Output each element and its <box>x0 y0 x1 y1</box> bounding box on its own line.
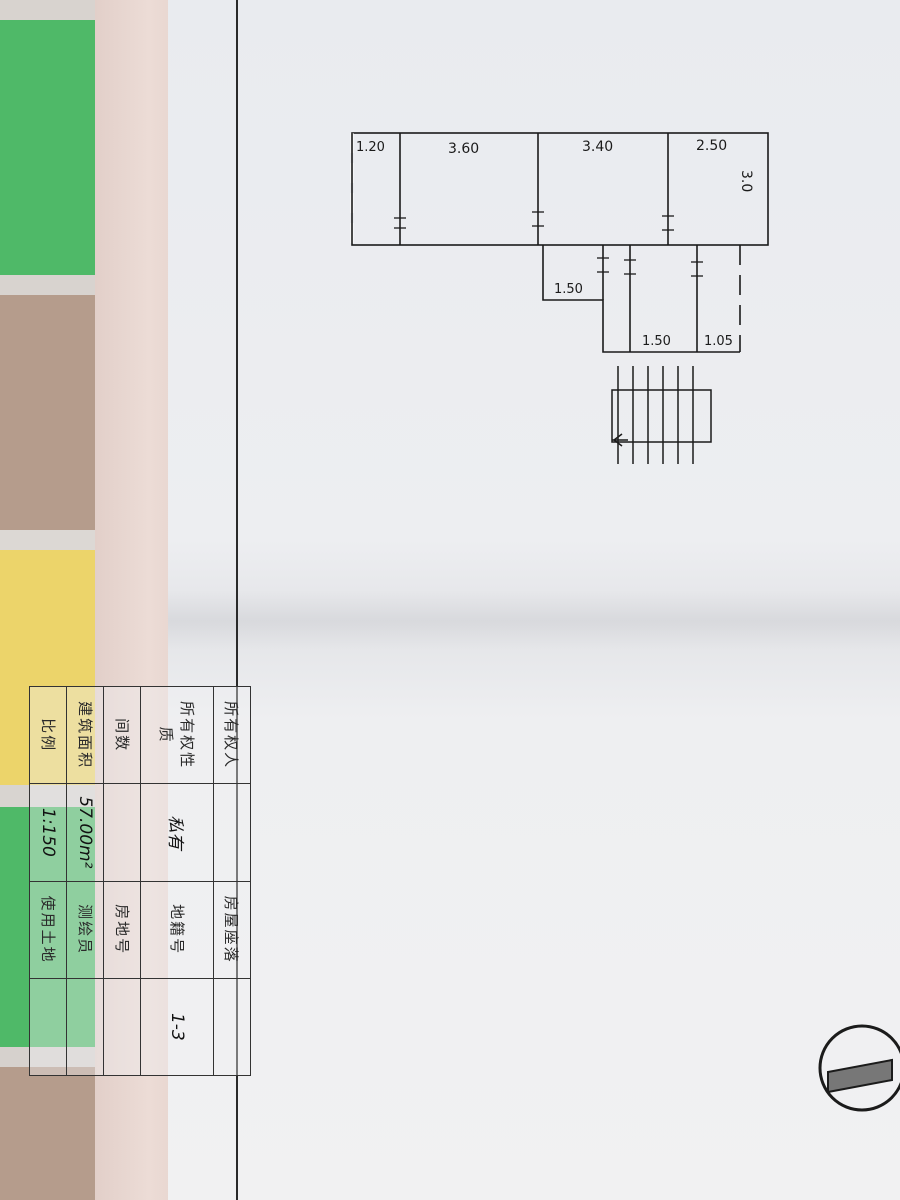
label-land-use: 使用土地 <box>29 881 67 979</box>
label-scale: 比例 <box>29 686 67 784</box>
north-arrow-icon <box>818 1024 900 1112</box>
background-fabric <box>0 0 110 1200</box>
label-location: 房屋座落 <box>213 881 251 979</box>
table-row: 建筑面积 57.00m² 测绘员 <box>66 686 104 1076</box>
staircase-icon <box>611 366 712 464</box>
value-property-no <box>103 978 141 1076</box>
page-border-line <box>236 0 238 1200</box>
dim-label-3-40: 3.40 <box>582 139 613 155</box>
dim-label-1-50-left: 1.50 <box>554 282 583 297</box>
value-ownership-type: 私有 <box>140 783 214 881</box>
label-floor-area: 建筑面积 <box>66 686 104 784</box>
value-room-count <box>103 783 141 881</box>
label-ownership-type: 所有权性质 <box>140 686 214 784</box>
value-scale: 1:150 <box>29 783 67 881</box>
table-row: 所有权人 房屋座落 <box>213 686 251 1076</box>
table-row: 间数 房地号 <box>103 686 141 1076</box>
dim-label-3-60: 3.60 <box>448 141 479 157</box>
dim-label-1-50-bottom: 1.50 <box>642 334 671 349</box>
dim-label-3-0: 3.0 <box>738 170 754 192</box>
table-row: 所有权性质 私有 地籍号 1-3 <box>140 686 214 1076</box>
value-cadastral-no: 1-3 <box>140 978 214 1076</box>
value-owner <box>213 783 251 881</box>
value-location <box>213 978 251 1076</box>
paper-sheet <box>168 0 900 1200</box>
value-surveyor <box>66 978 104 1076</box>
label-owner: 所有权人 <box>213 686 251 784</box>
dim-label-1-05: 1.05 <box>704 334 733 349</box>
label-cadastral-no: 地籍号 <box>140 881 214 979</box>
label-property-no: 房地号 <box>103 881 141 979</box>
dim-label-2-50: 2.50 <box>696 138 727 154</box>
value-land-use <box>29 978 67 1076</box>
label-room-count: 间数 <box>103 686 141 784</box>
dim-label-1-20: 1.20 <box>356 140 385 155</box>
label-surveyor: 测绘员 <box>66 881 104 979</box>
paper-fold-shadow <box>168 590 900 650</box>
table-row: 比例 1:150 使用土地 <box>29 686 67 1076</box>
main-building-outline <box>351 132 769 246</box>
value-floor-area: 57.00m² <box>66 783 104 881</box>
property-info-table: 所有权人 房屋座落 所有权性质 私有 地籍号 1-3 间数 房地号 建筑面积 5… <box>29 686 251 1076</box>
